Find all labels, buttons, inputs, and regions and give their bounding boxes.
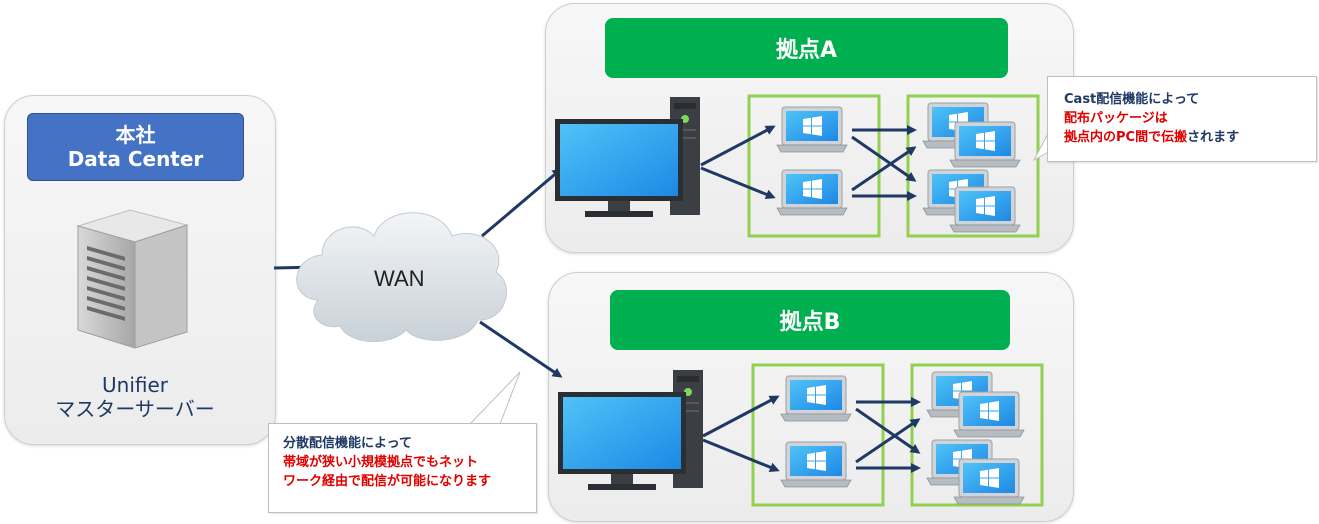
wan-to-site-b-arrow xyxy=(479,320,563,378)
server-caption: Unifier マスターサーバー xyxy=(20,373,250,421)
callout-cast-line3-red: 拠点内のPC間で伝搬 xyxy=(1064,130,1188,145)
wan-to-site-a-arrow xyxy=(481,168,563,238)
wan-label: WAN xyxy=(374,266,425,291)
callout-distributed-line3: ワーク経由で配信が可能になります xyxy=(283,474,492,489)
callout-cast-line1: Cast配信機能によって xyxy=(1064,92,1200,107)
site-a-laptop-1 xyxy=(776,106,848,153)
site-a-laptop-4 xyxy=(949,121,1021,168)
hq-title-box: 本社 Data Center xyxy=(27,113,244,181)
hq-title-line2: Data Center xyxy=(67,147,204,171)
site-a-header: 拠点A xyxy=(605,18,1008,78)
callout-distributed-tail xyxy=(468,371,521,425)
site-a-group-2 xyxy=(906,94,1040,238)
site-b-laptop-2 xyxy=(780,441,852,488)
site-b-group-1 xyxy=(751,363,885,507)
server-role: マスターサーバー xyxy=(55,397,215,421)
callout-cast-text: Cast配信機能によって 配布パッケージは 拠点内のPC間で伝搬されます xyxy=(1064,90,1314,147)
site-a-laptop-6 xyxy=(949,186,1021,233)
callout-distributed-line1: 分散配信機能によって xyxy=(283,436,412,451)
site-b-laptop-6 xyxy=(953,458,1025,505)
site-a-desktop-pc-icon xyxy=(555,97,700,217)
site-b-desktop-pc-icon xyxy=(558,370,703,490)
site-b-group-2 xyxy=(910,363,1044,507)
callout-distributed-line2: 帯域が狭い小規模拠点でもネット xyxy=(283,455,479,470)
site-a-laptop-2 xyxy=(776,169,848,216)
callout-distributed-text: 分散配信機能によって 帯域が狭い小規模拠点でもネット ワーク経由で配信が可能にな… xyxy=(283,434,533,491)
site-a-group-1 xyxy=(747,94,881,238)
callout-cast-line3-navy: されます xyxy=(1187,130,1240,145)
cloud-icon xyxy=(296,212,507,342)
site-b-laptop-4 xyxy=(953,391,1025,438)
site-b-header: 拠点B xyxy=(610,290,1010,350)
server-name: Unifier xyxy=(102,373,168,397)
callout-cast xyxy=(1047,76,1317,162)
site-b-laptop-1 xyxy=(780,375,852,422)
callout-distributed xyxy=(268,423,537,513)
hq-title-line1: 本社 xyxy=(115,123,156,147)
server-tower-icon xyxy=(76,209,189,349)
callout-cast-line2: 配布パッケージは xyxy=(1064,111,1168,126)
